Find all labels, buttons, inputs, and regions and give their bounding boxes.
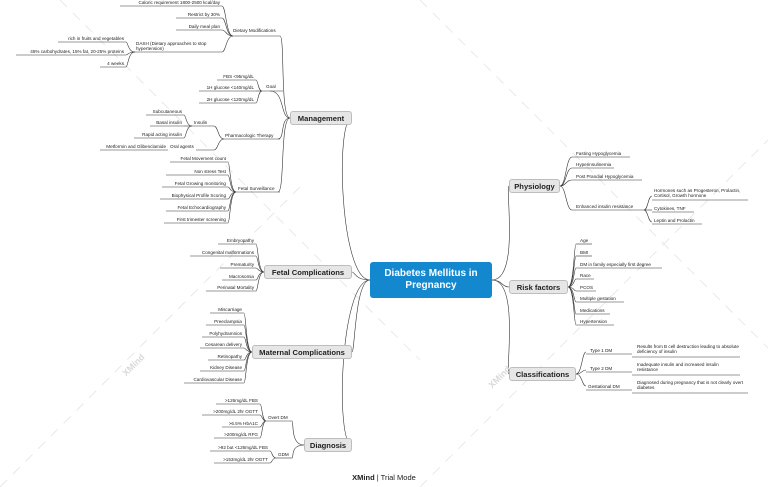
node-risk-item[interactable]: BMI bbox=[580, 250, 589, 255]
topic-management[interactable]: Management bbox=[290, 111, 352, 125]
node-maternal-comp-item[interactable]: Retinopathy bbox=[217, 354, 242, 359]
node-maternal-comp-item[interactable]: Preeclampsia bbox=[214, 319, 242, 324]
node-overt-dm[interactable]: Overt DM bbox=[268, 415, 288, 420]
node-overt-item[interactable]: >126mg/dL FBS bbox=[224, 398, 258, 403]
node-cytokines[interactable]: Cytokines, TNF bbox=[654, 206, 686, 211]
node-type1-desc[interactable]: Results from B cell destruction leading … bbox=[637, 344, 739, 355]
node-goal-1h[interactable]: 1H glucose <140mg/dL bbox=[206, 85, 254, 90]
node-maternal-comp-item[interactable]: Cesarean delivery bbox=[204, 342, 242, 347]
topic-maternal-complications[interactable]: Maternal Complications bbox=[252, 345, 352, 359]
node-oral-agents[interactable]: Oral agents bbox=[170, 144, 194, 149]
node-insulin[interactable]: Insulin bbox=[194, 120, 208, 125]
node-overt-item[interactable]: >6.5% HbA1C bbox=[228, 421, 258, 426]
node-pharmacologic-therapy[interactable]: Pharmacologic Therapy bbox=[225, 133, 274, 138]
topic-management-label: Management bbox=[297, 114, 345, 123]
node-subcutaneous[interactable]: Subcutaneous bbox=[152, 109, 182, 114]
footer-suffix: Trial Mode bbox=[380, 473, 416, 482]
node-fasting-hypoglycemia[interactable]: Fasting Hypoglycemia bbox=[576, 151, 622, 156]
footer-brand: XMind bbox=[352, 473, 375, 482]
node-dash-rich[interactable]: rich in fruits and vegetables bbox=[68, 36, 124, 41]
topic-classifications-label: Classifications bbox=[515, 370, 570, 379]
topic-physiology-label: Physiology bbox=[514, 182, 555, 191]
node-risk-item[interactable]: Age bbox=[580, 238, 589, 243]
node-overt-item[interactable]: >200mg/dL RFG bbox=[224, 432, 258, 437]
node-fetal-comp-item[interactable]: Congenital malformations bbox=[201, 250, 254, 255]
node-caloric-requirement[interactable]: Caloric requirement 1800-2500 kcal/day bbox=[138, 0, 220, 5]
node-gestational[interactable]: Gestational DM bbox=[588, 384, 620, 389]
node-risk-item[interactable]: Multiple gestation bbox=[580, 296, 616, 301]
node-dietary-modifications[interactable]: Dietary Modifications bbox=[233, 28, 276, 33]
node-hyperinsulinemia[interactable]: Hyperinsulinemia bbox=[576, 162, 612, 167]
node-risk-item[interactable]: PCOS bbox=[580, 285, 594, 290]
topic-physiology[interactable]: Physiology bbox=[509, 179, 560, 193]
topic-diagnosis-label: Diagnosis bbox=[309, 441, 347, 450]
node-fetal-surv-item[interactable]: Fetal Movement count bbox=[180, 156, 226, 161]
node-overt-item[interactable]: >200mg/dL 2hr OGTT bbox=[213, 409, 258, 414]
central-topic-label: Diabetes Mellitus in Pregnancy bbox=[384, 268, 478, 291]
node-hormones[interactable]: Hormones such as Progesteron, Prolactin,… bbox=[654, 188, 741, 199]
node-dash[interactable]: DASH (Dietary approaches to stop hyperte… bbox=[136, 41, 207, 52]
node-rapid-insulin[interactable]: Rapid acting insulin bbox=[142, 132, 182, 137]
node-fetal-comp-item[interactable]: Macrosomia bbox=[228, 274, 254, 279]
node-type2-desc[interactable]: Inadequate insulin and increased insulin… bbox=[637, 362, 719, 373]
node-risk-item[interactable]: Race bbox=[580, 273, 591, 278]
node-maternal-comp-item[interactable]: Miscarriage bbox=[218, 307, 242, 312]
topic-risk-factors[interactable]: Risk factors bbox=[509, 280, 568, 294]
node-fetal-comp-item[interactable]: Perinatal Mortality bbox=[217, 285, 254, 290]
node-risk-item[interactable]: Medications bbox=[580, 308, 605, 313]
topic-fetal-complications[interactable]: Fetal Complications bbox=[264, 265, 352, 279]
topic-maternal-complications-label: Maternal Complications bbox=[259, 348, 345, 357]
node-gestational-desc[interactable]: Diagnosed during pregnancy that is not c… bbox=[637, 380, 743, 391]
node-dash-weeks[interactable]: 4 weeks bbox=[107, 61, 124, 66]
node-basal-insulin[interactable]: Basal insulin bbox=[156, 120, 182, 125]
node-metformin[interactable]: Metformin and Glibenclamide bbox=[106, 144, 166, 149]
node-fetal-surv-item[interactable]: First trimester screening bbox=[176, 217, 226, 222]
node-type1[interactable]: Type 1 DM bbox=[590, 348, 613, 353]
trial-mode-footer: XMind | Trial Mode bbox=[352, 473, 416, 482]
node-gdm[interactable]: GDM bbox=[278, 452, 289, 457]
topic-risk-factors-label: Risk factors bbox=[516, 283, 561, 292]
node-risk-item[interactable]: Hypertension bbox=[580, 319, 608, 324]
node-fetal-surv-item[interactable]: Non stress Test bbox=[194, 169, 226, 174]
node-maternal-comp-item[interactable]: Polyhydramnios bbox=[209, 331, 242, 336]
node-leptin[interactable]: Leptin and Prolactin bbox=[654, 218, 695, 223]
node-fetal-surv-item[interactable]: Biophysical Profile Scoring bbox=[171, 193, 226, 198]
node-gdm-item[interactable]: >153mg/dL 2hr OGTT bbox=[223, 457, 268, 462]
node-dash-ratio[interactable]: 45% carbohydrates, 15% fat, 20-25% prote… bbox=[30, 49, 124, 54]
node-goal-2h[interactable]: 2H glucose <120mg/dL bbox=[206, 97, 254, 102]
node-fetal-comp-item[interactable]: Prematurity bbox=[230, 262, 255, 267]
node-goal-fbs[interactable]: FBS <95mg/dL bbox=[223, 74, 254, 79]
node-maternal-comp-item[interactable]: Kidney Disease bbox=[210, 365, 242, 370]
node-fetal-surv-item[interactable]: Fetal Echocardiography bbox=[177, 205, 226, 210]
node-enhanced-resistance[interactable]: Enhanced insulin resistance bbox=[576, 204, 634, 209]
node-type2[interactable]: Type 2 DM bbox=[590, 366, 613, 371]
node-gdm-item[interactable]: >92 but <126mg/dL FBS bbox=[218, 445, 268, 450]
node-risk-item[interactable]: DM in family especially first degree bbox=[580, 262, 651, 267]
node-post-prandial[interactable]: Post Prandial Hypoglycemia bbox=[576, 174, 634, 179]
node-fetal-comp-item[interactable]: Embryopathy bbox=[226, 238, 254, 243]
node-fetal-surv-item[interactable]: Fetal Growing monitoring bbox=[174, 181, 226, 186]
node-goal[interactable]: Goal bbox=[266, 84, 276, 89]
topic-fetal-complications-label: Fetal Complications bbox=[271, 268, 345, 277]
node-restrict[interactable]: Restrict by 30% bbox=[187, 12, 220, 17]
node-fetal-surveillance[interactable]: Fetal Surveillance bbox=[238, 186, 275, 191]
node-daily-meal-plan[interactable]: Daily meal plan bbox=[188, 24, 220, 29]
topic-diagnosis[interactable]: Diagnosis bbox=[304, 438, 352, 452]
central-topic[interactable]: Diabetes Mellitus in Pregnancy bbox=[370, 262, 492, 298]
node-maternal-comp-item[interactable]: Cardiovascular Disease bbox=[193, 377, 242, 382]
topic-classifications[interactable]: Classifications bbox=[509, 367, 576, 381]
